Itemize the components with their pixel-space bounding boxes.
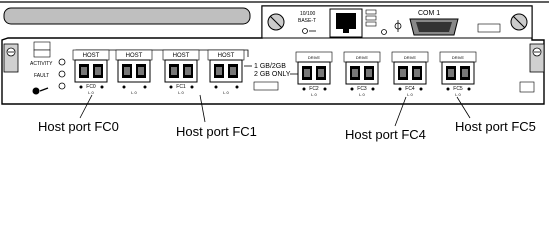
port-type-label: DRIVE: [308, 55, 321, 60]
serial-symbol-icon: [394, 20, 402, 32]
port-4: HOST L 0: [207, 49, 245, 95]
activity-led-icon: [58, 58, 66, 66]
eth-led-3: [365, 21, 377, 27]
label-tag-1: [253, 81, 279, 91]
ethernet-port-icon: [329, 8, 363, 38]
port-type-label: HOST: [83, 53, 100, 59]
port-name-label: FC0: [86, 84, 96, 90]
activity-text: ACTIVITY: [30, 61, 53, 67]
port-led-label: L 0: [88, 90, 94, 95]
status-label-box: [33, 41, 51, 51]
leader-fc0: [79, 94, 93, 119]
port-led-label: L 0: [178, 90, 184, 95]
port-lane-left-core: [171, 67, 177, 75]
eth-led-2: [365, 15, 377, 21]
port-lane-right-core: [318, 69, 324, 77]
port-led-label: L 0: [359, 92, 365, 97]
port-name-label: FC5: [453, 86, 463, 92]
ethernet-speed-text: 10/100: [300, 11, 316, 17]
fault-led-icon: [58, 70, 66, 78]
label-tag-2: [519, 81, 535, 93]
com-port-icon: [409, 18, 459, 36]
port-led-label: L 0: [131, 90, 137, 95]
leader-fc1: [199, 94, 206, 123]
callout-fc0: Host port FC0: [38, 119, 119, 134]
port-type-label: DRIVE: [452, 55, 465, 60]
callout-fc4: Host port FC4: [345, 127, 426, 142]
port-led-left-icon: [169, 85, 173, 89]
port-led-right-icon: [143, 85, 147, 89]
port-type-label: DRIVE: [356, 55, 369, 60]
callout-fc5: Host port FC5: [455, 119, 536, 134]
reset-button-icon: [58, 82, 66, 90]
speed-note-2: 2 GB ONLY: [254, 71, 291, 78]
port-led-label: L 0: [223, 90, 229, 95]
left-latch-icon: [3, 43, 19, 73]
network-icon: [302, 28, 316, 34]
port-name-label: FC4: [405, 86, 415, 92]
port-led-right-icon: [467, 87, 471, 91]
port-lane-right-core: [185, 67, 191, 75]
port-led-left-icon: [122, 85, 126, 89]
leader-fc5: [456, 96, 471, 119]
port-lane-left-core: [81, 67, 87, 75]
port-type-label: HOST: [173, 53, 190, 59]
port-name-label: FC2: [309, 86, 319, 92]
port-led-left-icon: [350, 87, 354, 91]
com-port-text: COM 1: [418, 10, 440, 17]
port-lane-right-core: [366, 69, 372, 77]
port-led-label: L 0: [311, 92, 317, 97]
fault-text: FAULT: [34, 73, 49, 79]
port-led-right-icon: [371, 87, 375, 91]
port-led-left-icon: [79, 85, 83, 89]
port-lane-left-core: [352, 69, 358, 77]
port-lane-left-core: [216, 67, 222, 75]
port-lane-left-core: [124, 67, 130, 75]
controller-panel-diagram: ACTIVITY FAULT 10/100 BASE-T COM 1: [0, 1, 549, 127]
eth-indicator-icon: [381, 29, 387, 35]
port-lane-right-core: [462, 69, 468, 77]
port-name-label: FC3: [357, 86, 367, 92]
port-led-label: L 0: [455, 92, 461, 97]
port-led-left-icon: [214, 85, 218, 89]
port-led-right-icon: [235, 85, 239, 89]
port-led-left-icon: [446, 87, 450, 91]
port-type-label: DRIVE: [404, 55, 417, 60]
io-label-strip: [477, 23, 501, 33]
port-led-label: L 0: [407, 92, 413, 97]
port-type-label: HOST: [218, 53, 235, 59]
port-lane-left-core: [448, 69, 454, 77]
top-slot: [3, 7, 251, 25]
status-label-box-2: [33, 49, 51, 58]
port-type-label: HOST: [126, 53, 143, 59]
port-led-left-icon: [302, 87, 306, 91]
eth-led-1: [365, 9, 377, 15]
callout-fc1: Host port FC1: [176, 124, 257, 139]
port-led-right-icon: [100, 85, 104, 89]
port-led-right-icon: [419, 87, 423, 91]
port-lane-left-core: [400, 69, 406, 77]
port-name-label: FC1: [176, 84, 186, 90]
port-2: HOST L 0: [115, 49, 153, 95]
port-lane-right-core: [230, 67, 236, 75]
leader-fc4: [394, 96, 407, 127]
port-lane-left-core: [304, 69, 310, 77]
port-led-right-icon: [323, 87, 327, 91]
ethernet-type-text: BASE-T: [298, 18, 316, 24]
port-lane-right-core: [138, 67, 144, 75]
port-lane-right-core: [95, 67, 101, 75]
speed-note-1: 1 GB/2GB: [254, 63, 286, 70]
port-led-left-icon: [398, 87, 402, 91]
port-led-right-icon: [190, 85, 194, 89]
wrench-icon: [32, 87, 49, 95]
right-latch-icon: [529, 43, 545, 73]
port-lane-right-core: [414, 69, 420, 77]
